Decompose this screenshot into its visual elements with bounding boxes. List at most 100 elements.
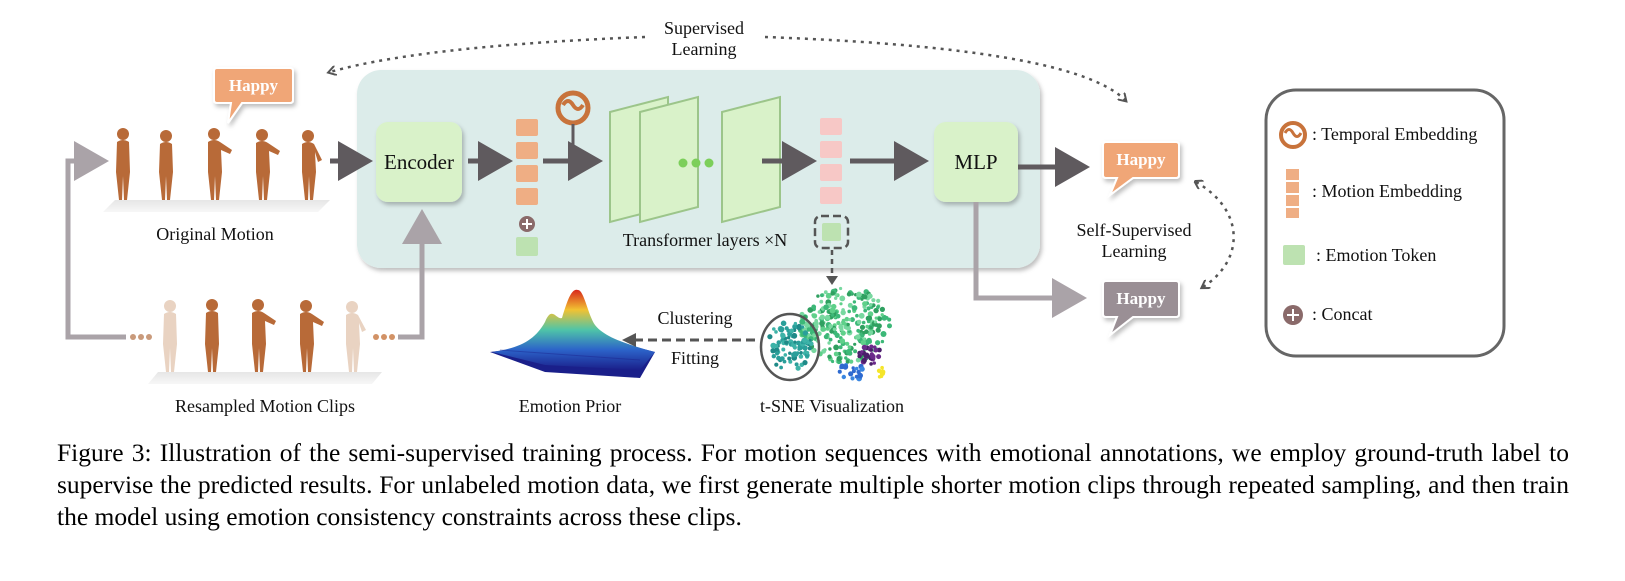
tsne-point [856, 291, 862, 298]
tsne-point [862, 301, 868, 307]
tsne-point [842, 364, 849, 370]
tsne-point [855, 313, 859, 318]
tsne-point [860, 297, 864, 301]
happy-top-text: Happy [228, 76, 279, 95]
tsne-point [823, 290, 828, 295]
tsne-point [795, 365, 801, 371]
tsne-point [847, 309, 851, 314]
tsne-point [828, 347, 832, 351]
supervised-learning-label: Supervised Learning [664, 18, 744, 59]
tsne-point [828, 323, 833, 329]
legend-motion-text: : Motion Embedding [1312, 181, 1462, 201]
tsne-point [825, 292, 832, 299]
tsne-point [848, 318, 852, 322]
output-emotion-token-frame [813, 214, 850, 250]
tsne-point [814, 324, 819, 330]
tsne-point [866, 315, 873, 321]
tsne-point [789, 328, 795, 334]
tsne-point [802, 345, 808, 351]
arrow-resample-loop [65, 141, 126, 340]
tsne-point [845, 348, 852, 355]
tsne-point [845, 325, 852, 331]
tsne-point [846, 291, 852, 297]
tsne-point [845, 341, 850, 346]
tsne-point [877, 316, 882, 322]
tsne-point [838, 323, 843, 328]
tsne-point [862, 294, 868, 300]
tsne-point [834, 296, 838, 300]
tsne-point [874, 316, 878, 320]
tsne-point [811, 347, 817, 354]
tsne-point [772, 327, 776, 331]
legend-concat-text: : Concat [1312, 304, 1373, 324]
tsne-point [856, 328, 861, 333]
tsne-point [794, 362, 799, 367]
tsne-point [852, 300, 857, 304]
tsne-point [832, 327, 837, 331]
tsne-point [873, 307, 879, 314]
tsne-point [847, 345, 852, 350]
tsne-point [879, 370, 886, 377]
tsne-point [867, 293, 873, 299]
legend-temporal-text: : Temporal Embedding [1312, 124, 1478, 144]
legend-temporal-embedding-icon [1279, 121, 1307, 149]
tsne-point [834, 332, 840, 338]
encoder-label: Encoder [384, 150, 454, 174]
tsne-point [828, 337, 833, 342]
legend-emotion-text: : Emotion Token [1316, 245, 1437, 265]
supervised-learning-arc [330, 35, 646, 72]
emotion-prior-label: Emotion Prior [518, 396, 622, 416]
tsne-point [880, 331, 887, 337]
tsne-point [853, 342, 857, 346]
tsne-point [844, 356, 848, 360]
tsne-point [776, 340, 782, 345]
tsne-point [869, 348, 873, 352]
emotion-prior-plot [490, 289, 655, 378]
output-emotion-token [822, 223, 841, 241]
output-motion-tokens [820, 118, 842, 204]
tsne-point [792, 323, 798, 330]
original-motion-figures [103, 128, 330, 212]
legend-box [1264, 88, 1506, 358]
tsne-point [876, 305, 880, 310]
tsne-point [782, 359, 787, 364]
tsne-point [868, 303, 873, 307]
tsne-point [851, 369, 856, 374]
tsne-point [831, 313, 835, 317]
tsne-point [830, 291, 835, 296]
tsne-point [829, 307, 836, 314]
transformer-label: Transformer layers ×N [622, 230, 788, 250]
tsne-point [767, 334, 773, 340]
tsne-point [875, 340, 881, 346]
tsne-point [869, 325, 873, 330]
tsne-point [869, 362, 873, 366]
tsne-point [859, 366, 865, 372]
tsne-point [861, 344, 868, 351]
tsne-point [779, 326, 785, 332]
tsne-point [846, 322, 850, 327]
tsne-point [827, 341, 831, 345]
tsne-point [856, 319, 862, 325]
tsne-point [887, 323, 892, 329]
tsne-point [802, 337, 808, 343]
tsne-point [779, 356, 785, 361]
tsne-point [857, 372, 863, 379]
tsne-point [875, 327, 881, 333]
tsne-point [880, 313, 884, 317]
tsne-point [805, 351, 810, 355]
tsne-point [822, 327, 826, 332]
tsne-point [871, 303, 876, 308]
tsne-point [802, 360, 808, 366]
tsne-point [872, 361, 876, 365]
tsne-point [861, 357, 867, 364]
tsne-point [779, 365, 783, 370]
tsne-point [811, 304, 817, 310]
tsne-point [855, 334, 861, 340]
tsne-point [833, 344, 839, 351]
figure-caption: Figure 3: Illustration of the semi-super… [57, 438, 1569, 531]
tsne-point [820, 293, 824, 298]
tsne-point [844, 316, 850, 322]
tsne-point [867, 311, 874, 317]
self-supervised-arc [1196, 182, 1235, 287]
tsne-point [823, 304, 829, 311]
